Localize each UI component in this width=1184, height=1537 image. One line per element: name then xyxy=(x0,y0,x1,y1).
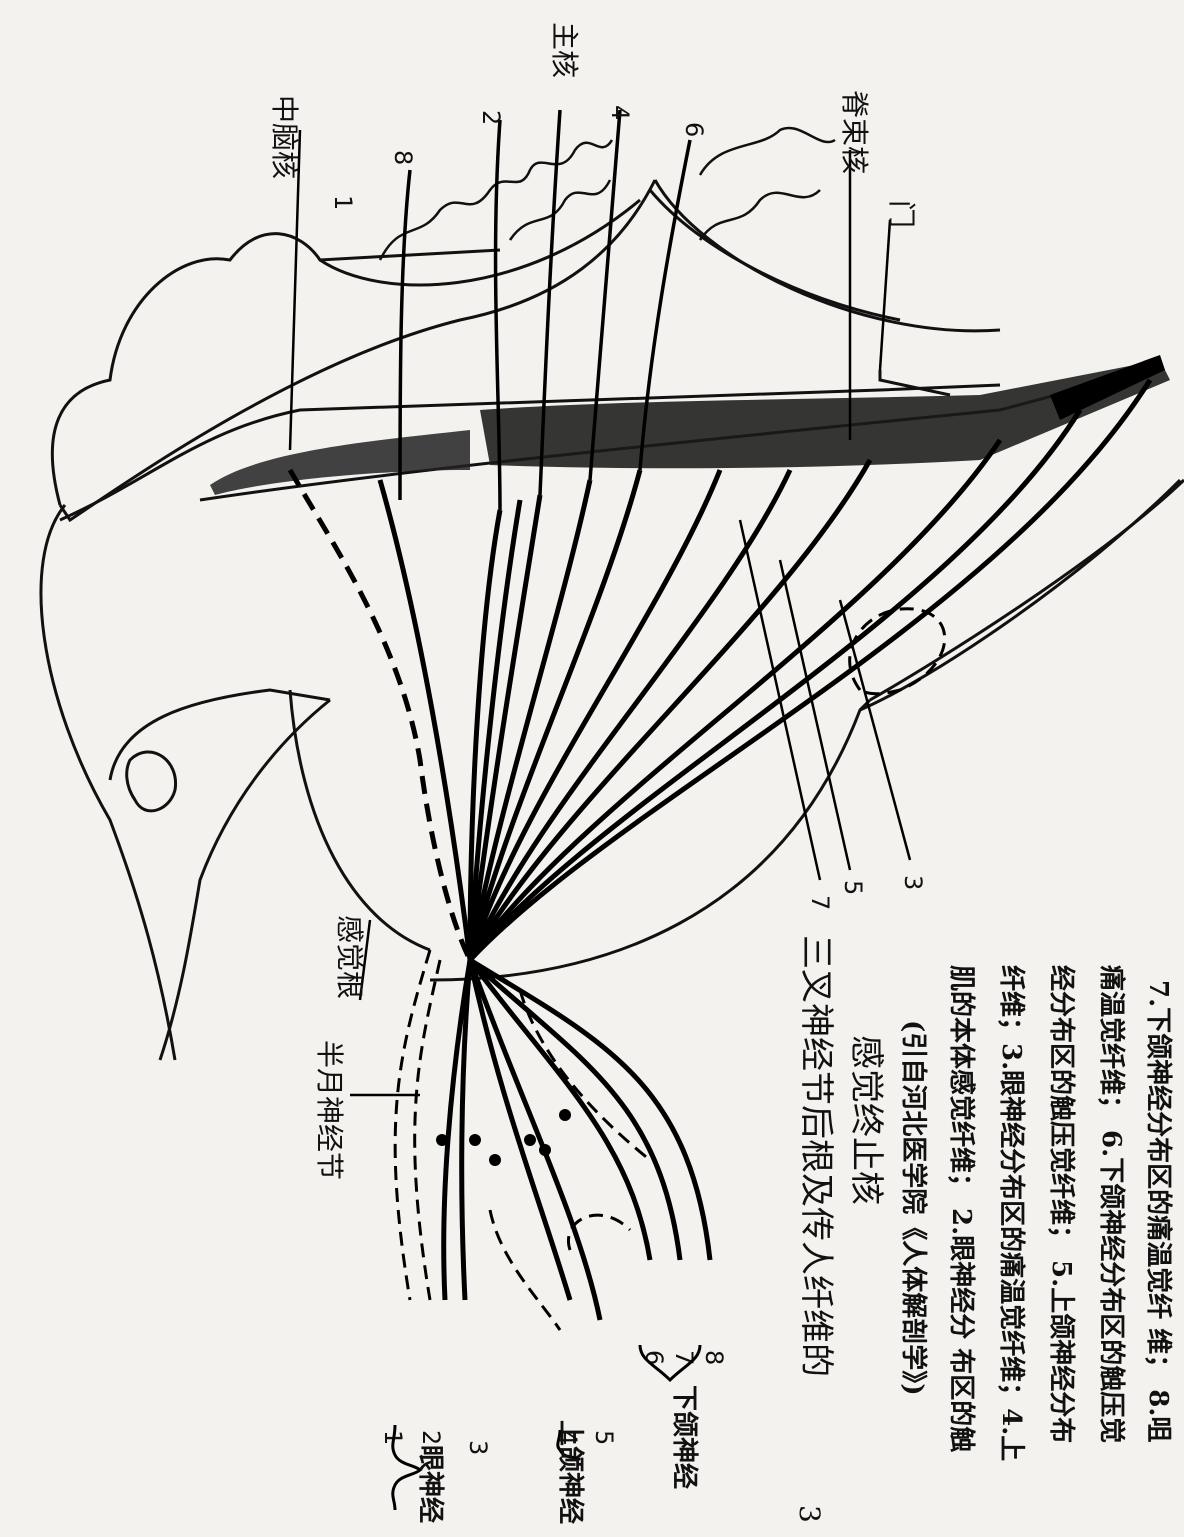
brainstem-outline xyxy=(41,180,1184,1060)
nucleus-wavy-outline xyxy=(380,128,835,260)
caption-title-line1: 三叉神经节后根及传人纤维的 xyxy=(796,935,836,1377)
caption-line-1: 肌的本体感觉纤维； 2.眼神经分 布区的触 xyxy=(946,965,977,1452)
branch-labels: 眼神经 上颌神经 下颌神经 xyxy=(415,1385,700,1524)
num-5-mid: 5 xyxy=(839,880,867,895)
label-maxillary-nerve: 上颌神经 xyxy=(555,1420,586,1524)
num-7-mid: 7 xyxy=(806,895,834,910)
ganglion-cells xyxy=(436,1109,571,1166)
caption-fig-number: 3 xyxy=(793,1505,826,1523)
caption-line-3: 经分布区的触压觉纤维； 5.上颌神经分布 xyxy=(1046,965,1077,1443)
num-3-mid: 3 xyxy=(899,875,927,890)
label-mandibular-nerve: 下颌神经 xyxy=(669,1385,700,1489)
label-main-nucleus: 主核 xyxy=(548,22,581,78)
caption-line-4: 痛温觉纤维； 6.下颌神经分布区的触压觉 xyxy=(1096,965,1127,1443)
caption-line-0: (引自河北医学院《人体解剖学》) xyxy=(898,1020,929,1396)
label-spinal-nucleus: 脊束核 xyxy=(838,90,871,174)
num-4-top: 4 xyxy=(606,105,634,120)
num-2-bottom: 2 xyxy=(417,1430,445,1445)
num-6-top: 6 xyxy=(680,122,708,137)
figure-caption: 3 三叉神经节后根及传人纤维的 感觉终止核 (引自河北医学院《人体解剖学》) 肌… xyxy=(793,935,1174,1523)
num-8-bottom: 8 xyxy=(700,1350,728,1365)
num-2-top: 2 xyxy=(477,110,505,125)
label-ophthalmic-nerve: 眼神经 xyxy=(415,1445,446,1523)
caption-title-line2: 感觉终止核 xyxy=(846,1035,886,1205)
num-3-bottom: 3 xyxy=(464,1440,492,1455)
caption-line-5: 7.下颌神经分布区的痛温觉纤 维； 8.咀 xyxy=(1143,980,1174,1442)
num-5-bottom: 5 xyxy=(590,1430,618,1445)
label-sensory-root: 感觉根 xyxy=(333,915,366,999)
label-semilunar-ganglion: 半月神经节 xyxy=(313,1040,346,1180)
num-1-top: 1 xyxy=(329,195,357,210)
mesencephalic-fiber xyxy=(290,470,470,960)
num-8-top: 8 xyxy=(389,150,417,165)
label-obex: 门 xyxy=(885,200,918,228)
label-mesencephalic-nucleus: 中脑核 xyxy=(268,95,301,179)
ganglion-branches xyxy=(444,960,710,1320)
nucleus-column xyxy=(210,355,1170,495)
caption-line-2: 纤维；3.眼神经分布区的痛温觉纤维；4.上 xyxy=(996,965,1027,1461)
